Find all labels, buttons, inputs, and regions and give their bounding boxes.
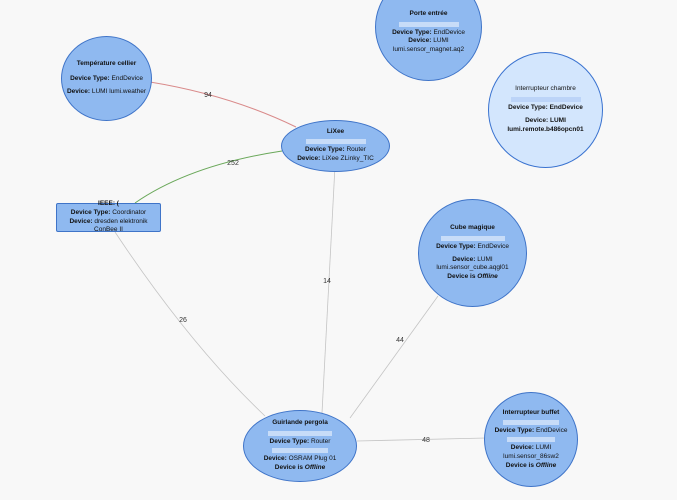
link-cube-guirlande [349,295,439,419]
node-type: Router [310,438,331,446]
node-name: IEEE: ( [98,199,119,207]
node-name: LiXee [326,128,345,136]
link-coordinator-guirlande [114,231,266,417]
link-lixee-guirlande [321,165,336,414]
link-label-temperature-lixee: 94 [204,92,212,99]
node-lixee[interactable]: LiXee Device Type: Router Device: LiXee … [281,120,390,172]
offline-status: Device is Offline [274,463,326,471]
offline-status: Device is Offline [447,273,498,281]
node-type: EndDevice [433,28,465,36]
link-label-lixee-guirlande: 14 [323,278,331,285]
redacted-id [272,448,328,453]
redacted-id [268,431,332,437]
node-device: LUMI lumi.remote.b486opcn01 [507,117,584,133]
link-label-cube-guirlande: 44 [396,337,404,344]
node-name: Porte entrée [409,9,448,17]
node-name: Interrupteur buffet [502,408,560,416]
node-name: Cube magique [450,224,495,232]
node-device: LUMI lumi.weather [91,87,147,95]
node-device: LUMI lumi.sensor_cube.aqgl01 [436,255,509,272]
node-device: LUMI lumi.sensor_magnet.aq2 [392,37,465,54]
node-temperature-cellier[interactable]: Température cellier Device Type: EndDevi… [61,36,152,121]
redacted-id [503,420,559,426]
node-type: Coordinator [112,208,147,216]
link-guirlande-buffet [356,437,487,442]
node-cube-magique[interactable]: Cube magique Device Type: EndDevice Devi… [418,199,527,307]
offline-status: Device is Offline [505,461,557,469]
node-type: EndDevice [477,242,509,250]
node-type: Router [346,146,366,154]
node-coordinator[interactable]: IEEE: ( Device Type: Coordinator Device:… [56,199,161,234]
redacted-id [305,139,366,145]
redacted-id [398,21,459,27]
link-coordinator-lixee [134,150,283,204]
node-guirlande-pergola[interactable]: Guirlande pergola Device Type: Router De… [243,410,357,482]
link-label-coordinator-lixee: 252 [227,160,239,167]
redacted-id [510,97,581,103]
node-type: EndDevice [536,427,568,435]
node-device: OSRAM Plug 01 [288,455,337,462]
link-label-coordinator-guirlande: 26 [179,317,187,324]
node-device: LUMI lumi.sensor_86sw2 [503,444,559,460]
link-temperature-lixee [149,81,297,128]
node-interrupteur-buffet[interactable]: Interrupteur buffet Device Type: EndDevi… [484,392,578,487]
node-device: dresden elektronik ConBee II [94,217,148,234]
node-name: Guirlande pergola [272,419,328,427]
link-label-guirlande-buffet: 48 [422,437,430,444]
redacted-id [507,437,555,443]
redacted-id [440,235,505,241]
node-name: Interrupteur chambre [515,85,576,93]
node-type: EndDevice [549,104,583,112]
node-name: Température cellier [76,60,137,68]
node-interrupteur-chambre[interactable]: Interrupteur chambre Device Type: EndDev… [488,52,603,168]
node-type: EndDevice [111,75,143,83]
node-device: LiXee ZLinky_TIC [322,154,374,162]
